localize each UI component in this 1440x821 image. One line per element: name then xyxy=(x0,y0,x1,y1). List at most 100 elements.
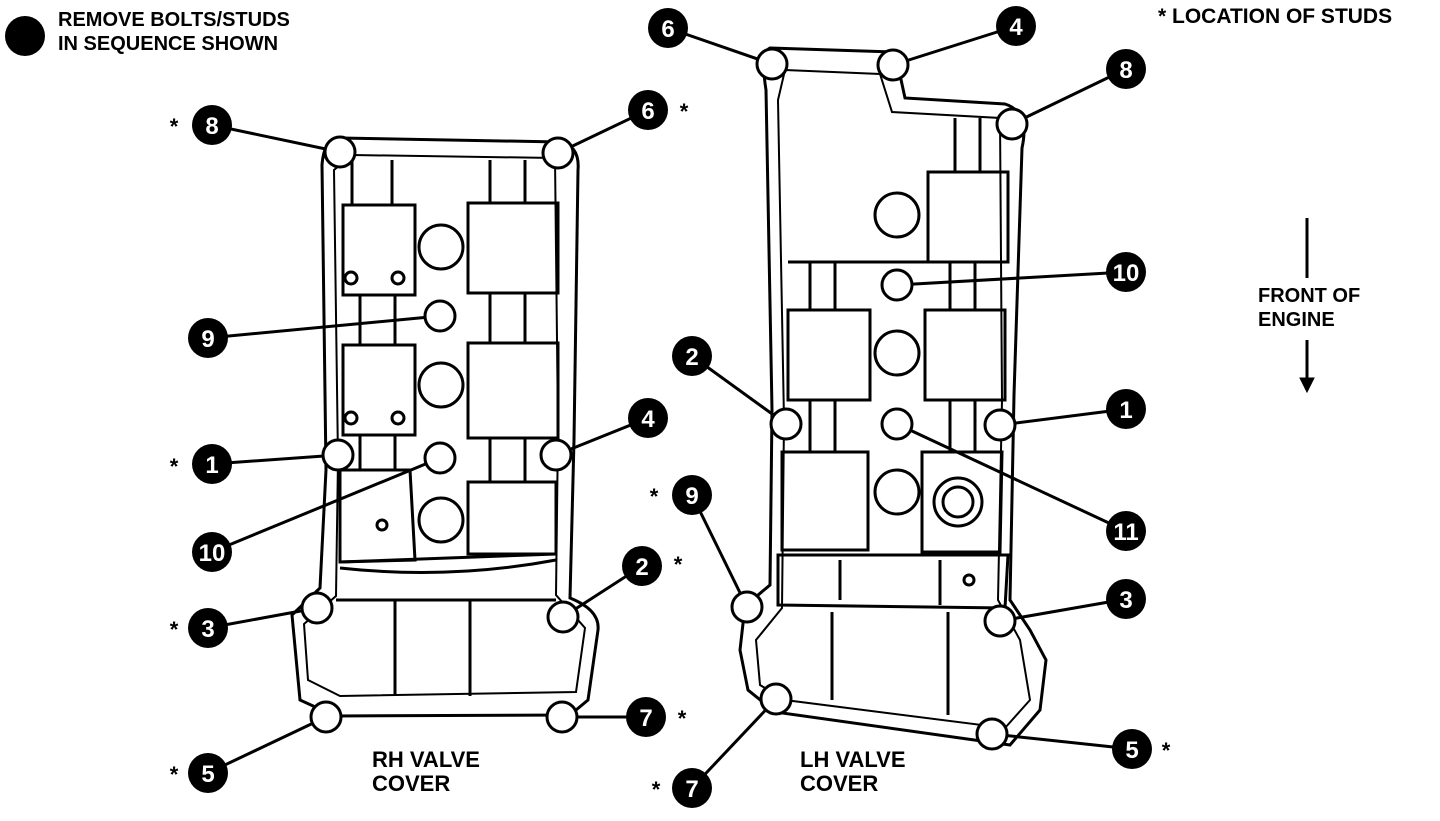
leader-line xyxy=(1011,67,1127,126)
stud-marker: * xyxy=(678,706,687,731)
leader-line xyxy=(999,407,1127,427)
legend-studs: * LOCATION OF STUDS xyxy=(1158,5,1393,28)
lh-callout-6: 6 xyxy=(648,8,789,81)
bolt-hole-icon xyxy=(546,600,580,634)
rh-cover-label-line2: COVER xyxy=(372,771,451,796)
sequence-badge xyxy=(672,475,712,515)
bolt-hole-icon xyxy=(995,107,1029,141)
sequence-badge xyxy=(192,105,232,145)
leader-line xyxy=(211,456,441,554)
lh-cover-label-line1: LH VALVE xyxy=(800,747,906,772)
bolt-hole-icon xyxy=(323,135,357,169)
rh-cover-label-line1: RH VALVE xyxy=(372,747,480,772)
front-arrow-icon xyxy=(1299,218,1315,394)
leader-line xyxy=(207,715,327,775)
sequence-number: 10 xyxy=(1113,260,1140,287)
lh-callout-7: 7* xyxy=(652,682,793,808)
bolt-hole-icon xyxy=(545,700,579,734)
sequence-badge xyxy=(1106,579,1146,619)
legend-bullet-icon xyxy=(5,16,45,56)
bolt-hole-icon xyxy=(539,438,573,472)
stud-marker: * xyxy=(650,484,659,509)
lh-cover-label-line2: COVER xyxy=(800,771,879,796)
rh-callout-5: 5* xyxy=(170,700,343,793)
lh-callout-10: 10 xyxy=(880,252,1146,302)
bolt-hole-icon xyxy=(983,408,1017,442)
bolt-hole-icon xyxy=(541,136,575,170)
stud-marker: * xyxy=(674,552,683,577)
sequence-badge xyxy=(1112,729,1152,769)
sequence-number: 2 xyxy=(685,344,698,371)
leader-line xyxy=(991,732,1133,751)
bolt-hole-icon xyxy=(755,47,789,81)
sequence-badge xyxy=(996,6,1036,46)
bolt-hole-icon xyxy=(880,268,914,302)
lh-callout-2: 2 xyxy=(672,336,803,441)
sequence-number: 8 xyxy=(1119,57,1132,84)
stud-marker: * xyxy=(170,762,179,787)
bolt-hole-icon xyxy=(975,717,1009,751)
sequence-number: 1 xyxy=(1119,397,1132,424)
sequence-badge xyxy=(628,398,668,438)
bolt-hole-icon xyxy=(423,299,457,333)
bolt-hole-icon xyxy=(876,48,910,82)
sequence-number: 9 xyxy=(685,483,698,510)
sequence-number: 6 xyxy=(641,98,654,125)
leader-line xyxy=(690,494,749,608)
sequence-number: 7 xyxy=(685,776,698,803)
stud-marker: * xyxy=(170,114,179,139)
bolt-hole-icon xyxy=(759,682,793,716)
rh-callout-9: 9 xyxy=(188,299,457,358)
legend-remove-line2: IN SEQUENCE SHOWN xyxy=(58,33,279,55)
leader-line xyxy=(999,597,1127,623)
leader-line xyxy=(690,697,778,790)
rh-callout-7: 7* xyxy=(545,697,687,737)
lh-callout-1: 1 xyxy=(983,389,1146,442)
sequence-number: 10 xyxy=(199,540,226,567)
sequence-badge xyxy=(1106,511,1146,551)
rh-callout-1: 1* xyxy=(170,438,355,484)
sequence-badge xyxy=(672,768,712,808)
bolt-hole-icon xyxy=(983,604,1017,638)
sequence-badge xyxy=(192,532,232,572)
lh-valve-cover xyxy=(738,46,1048,747)
sequence-number: 8 xyxy=(205,113,218,140)
leader-line xyxy=(896,422,1127,533)
sequence-number: 6 xyxy=(661,16,674,43)
sequence-number: 9 xyxy=(201,326,214,353)
bolt-hole-icon xyxy=(880,407,914,441)
sequence-number: 5 xyxy=(1125,737,1138,764)
bolt-hole-icon xyxy=(309,700,343,734)
front-label-line1: FRONT OF xyxy=(1258,285,1361,307)
stud-marker: * xyxy=(1162,738,1171,763)
lh-callout-9: 9* xyxy=(650,475,764,624)
sequence-badge xyxy=(188,753,228,793)
rh-callout-8: 8* xyxy=(170,105,357,169)
sequence-number: 4 xyxy=(1009,14,1023,41)
sequence-number: 1 xyxy=(205,452,218,479)
leader-line xyxy=(892,24,1017,67)
sequence-badge xyxy=(648,8,688,48)
rh-callout-6: 6* xyxy=(541,90,689,170)
leader-line xyxy=(211,453,339,466)
leader-line xyxy=(211,123,341,154)
sequence-number: 2 xyxy=(635,554,648,581)
bolt-hole-icon xyxy=(321,438,355,472)
sequence-number: 11 xyxy=(1113,519,1138,546)
sequence-badge xyxy=(188,318,228,358)
stud-marker: * xyxy=(170,454,179,479)
bolt-hole-icon xyxy=(769,407,803,441)
front-label-line2: ENGINE xyxy=(1258,309,1335,331)
bolt-hole-icon xyxy=(730,590,764,624)
sequence-number: 7 xyxy=(639,705,652,732)
sequence-badge xyxy=(192,444,232,484)
sequence-badge xyxy=(628,90,668,130)
lh-callout-8: 8 xyxy=(995,49,1146,141)
lh-callout-11: 11 xyxy=(880,407,1146,551)
bolt-hole-icon xyxy=(300,591,334,625)
stud-marker: * xyxy=(652,777,661,802)
sequence-number: 5 xyxy=(201,761,214,788)
